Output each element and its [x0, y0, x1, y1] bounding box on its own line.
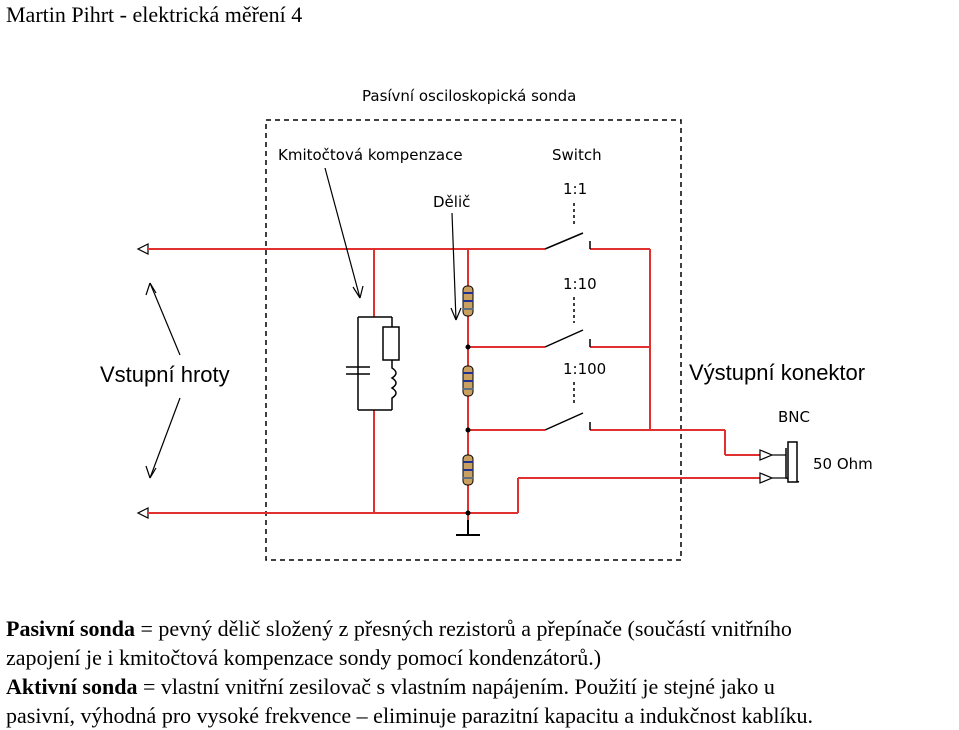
- passive-probe-paragraph-cont: zapojení je i kmitočtová kompenzace sond…: [6, 643, 956, 672]
- switch-1-1-icon: [544, 203, 591, 250]
- ohm-label: 50 Ohm: [813, 455, 873, 473]
- input-tips-label: Vstupní hroty: [100, 362, 230, 387]
- bnc-connector-icon: [759, 441, 800, 484]
- ratio-10-label: 1:10: [563, 275, 597, 293]
- divider-label: Dělič: [433, 193, 470, 211]
- ratio-1-label: 1:1: [563, 180, 587, 198]
- switch-label: Switch: [552, 146, 602, 164]
- compensation-label: Kmitočtová kompenzace: [278, 146, 463, 164]
- active-probe-paragraph-cont: pasivní, výhodná pro vysoké frekvence – …: [6, 701, 956, 730]
- active-probe-desc-1: = vlastní vnitřní zesilovač s vlastním n…: [137, 674, 775, 699]
- compensation-pointer-icon: [324, 167, 364, 299]
- active-probe-paragraph: Aktivní sonda = vlastní vnitřní zesilova…: [6, 672, 956, 701]
- probe-enclosure: [265, 119, 682, 561]
- divider-pointer-icon: [450, 212, 462, 321]
- ground-icon: [456, 520, 480, 536]
- circuit-wiring: [148, 248, 760, 520]
- passive-probe-desc-2: zapojení je i kmitočtová kompenzace sond…: [6, 645, 602, 670]
- passive-probe-term: Pasivní sonda: [6, 616, 135, 641]
- switch-1-10-icon: [544, 297, 591, 348]
- compensation-network: [346, 316, 400, 411]
- input-tip-bottom-icon: [136, 507, 149, 519]
- probe-title: Pasívní osciloskopická sonda: [362, 87, 576, 105]
- description-text: Pasivní sonda = pevný dělič složený z př…: [6, 614, 956, 730]
- passive-probe-desc-1: = pevný dělič složený z přesných rezisto…: [135, 616, 792, 641]
- page-header: Martin Pihrt - elektrická měření 4: [6, 2, 303, 27]
- divider-resistor-3-icon: [462, 454, 474, 486]
- active-probe-desc-2: pasivní, výhodná pro vysoké frekvence – …: [6, 703, 814, 728]
- input-tip-top-icon: [136, 243, 149, 255]
- input-tips-pointer-icon: [145, 282, 181, 479]
- output-connector-label: Výstupní konektor: [689, 360, 865, 385]
- active-probe-term: Aktivní sonda: [6, 674, 138, 699]
- junction-dots: [465, 344, 471, 516]
- switch-1-100-icon: [544, 382, 591, 431]
- probe-diagram: Pasívní osciloskopická sonda Kmitočtová …: [100, 87, 873, 561]
- divider-resistor-1-icon: [462, 285, 474, 317]
- divider-resistor-2-icon: [462, 365, 474, 397]
- ratio-100-label: 1:100: [563, 360, 606, 378]
- passive-probe-paragraph: Pasivní sonda = pevný dělič složený z př…: [6, 614, 956, 643]
- bnc-label: BNC: [778, 408, 810, 426]
